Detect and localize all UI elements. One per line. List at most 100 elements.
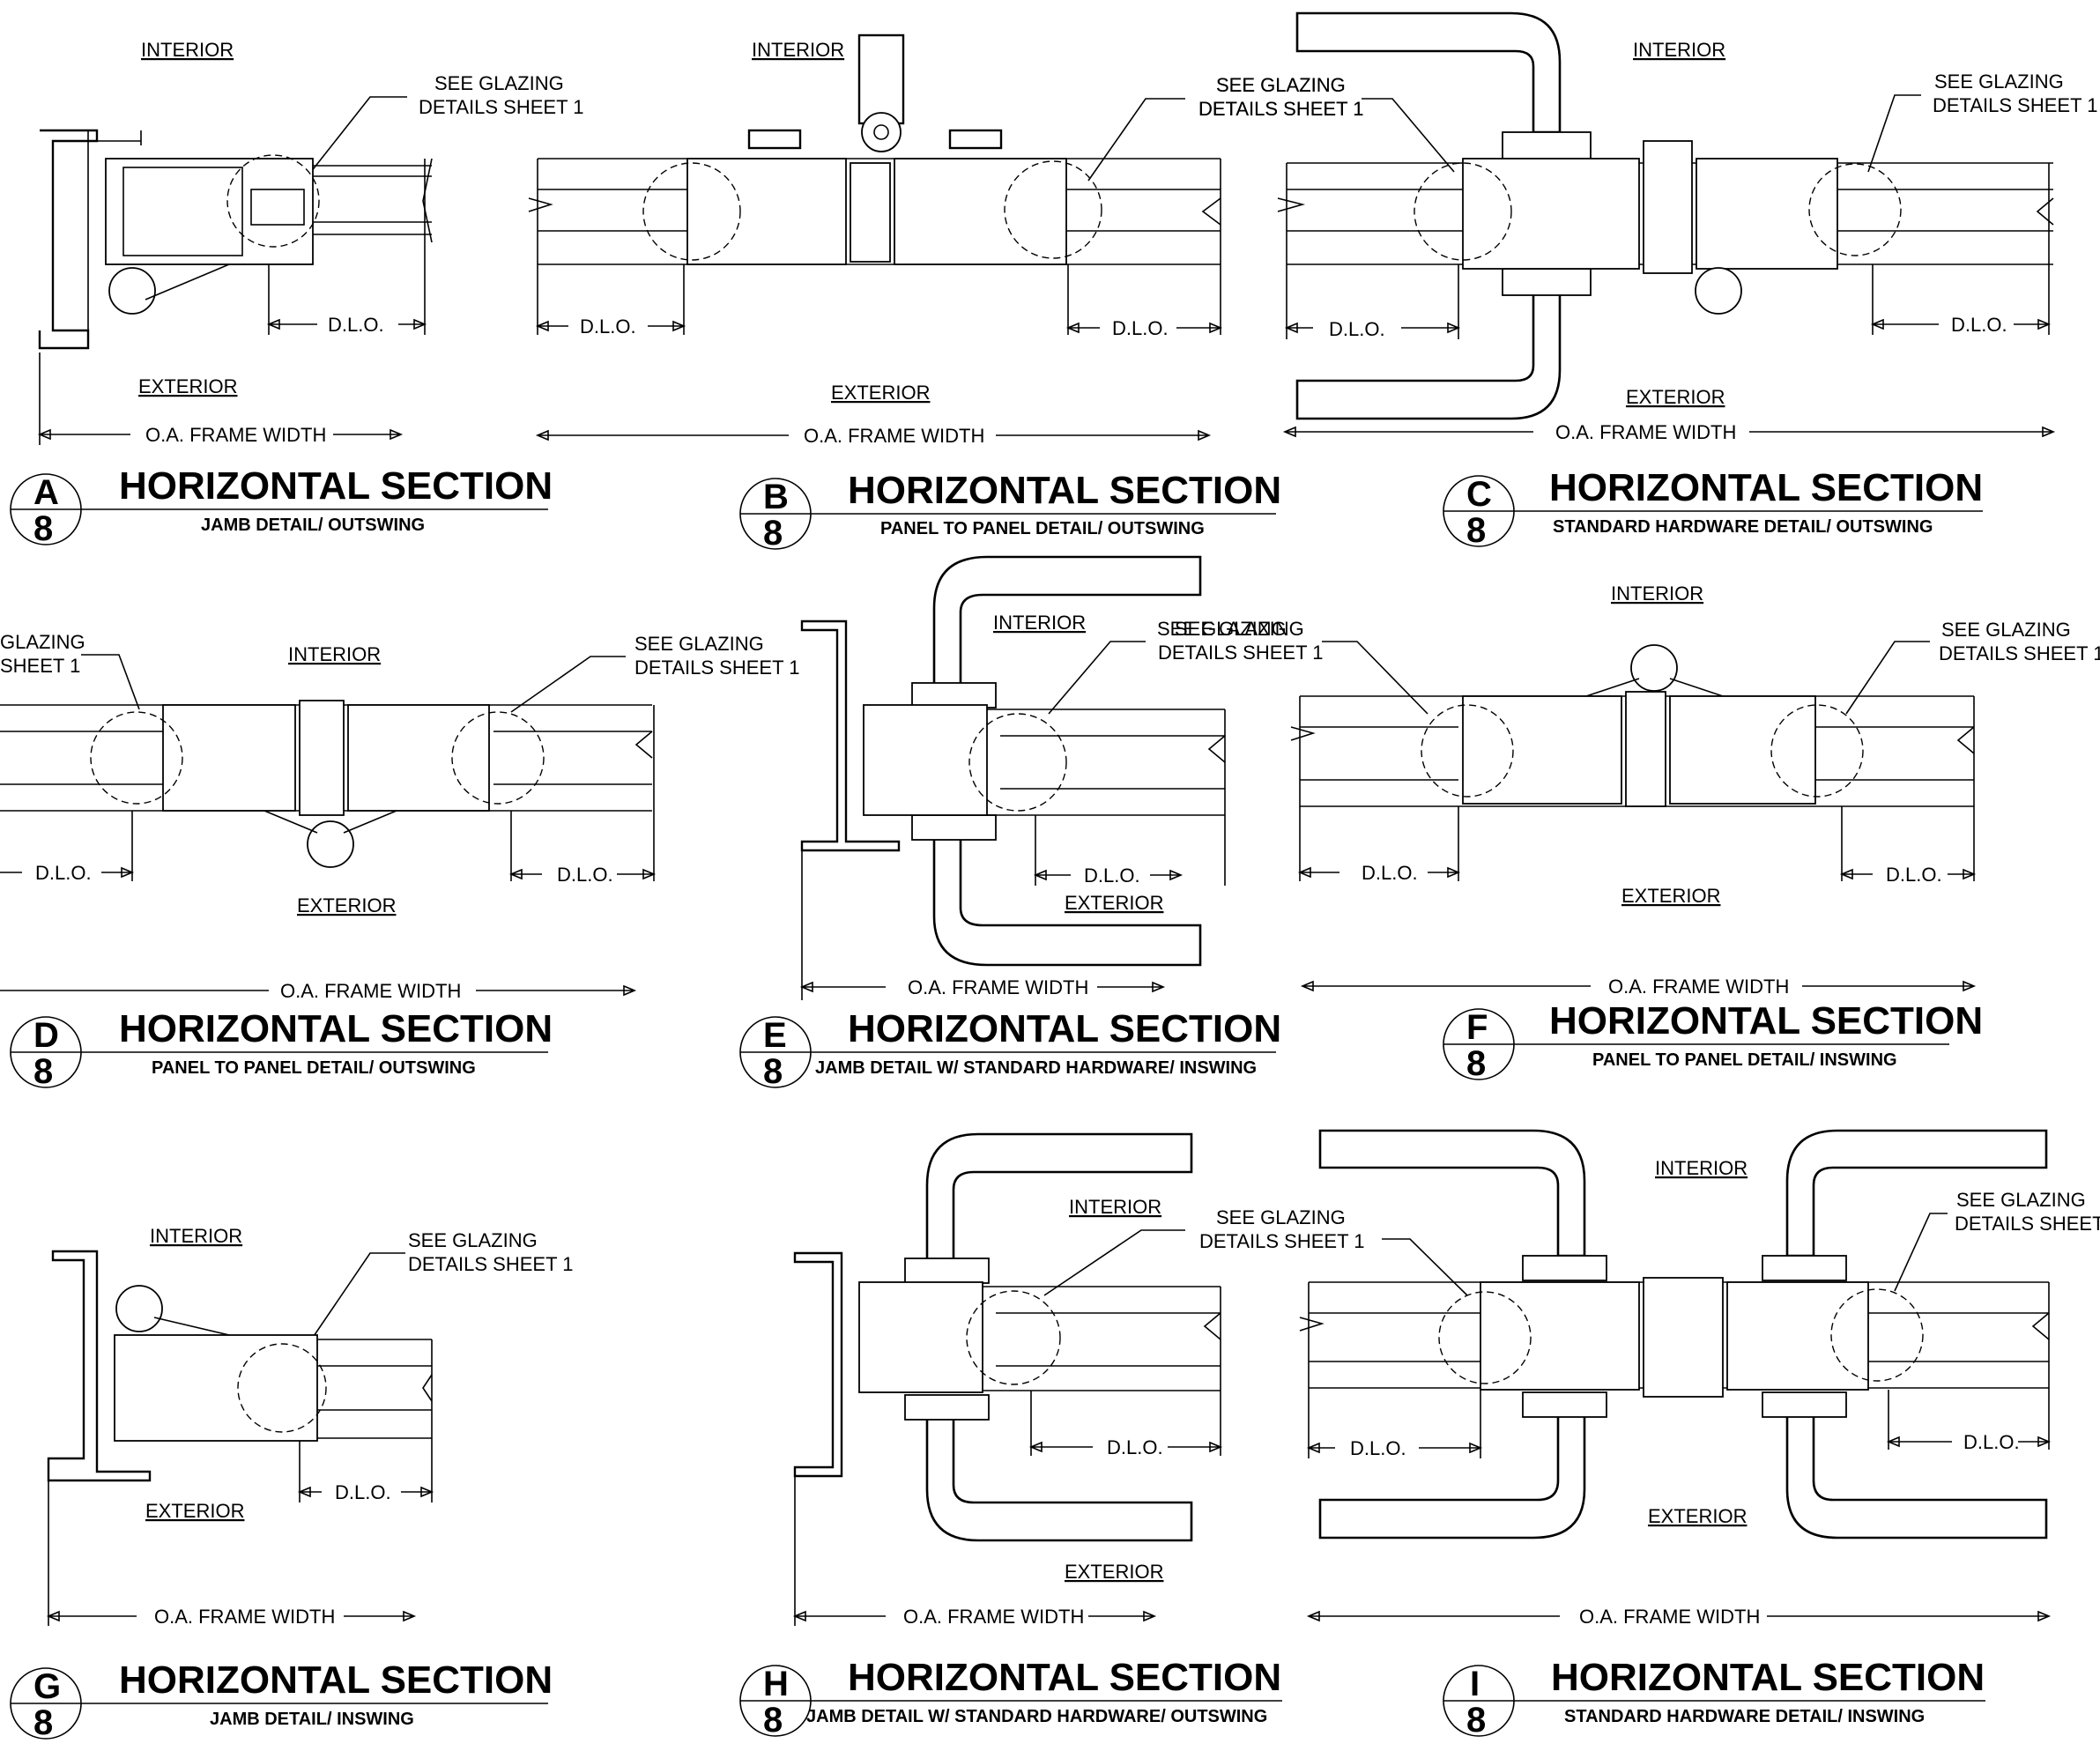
stile-chamber [122,167,243,256]
see-glazing-line2: DETAILS SHEET 1 [1198,98,1363,120]
astragal [1625,691,1666,807]
pull-handle-exterior [1295,289,1562,420]
section-subtitle: STANDARD HARDWARE DETAIL/ INSWING [1564,1707,1925,1726]
glazing-detail-callout [1808,163,1902,256]
section-subtitle: JAMB DETAIL/ INSWING [210,1710,414,1729]
section-title: HORIZONTAL SECTION [1551,1656,1985,1699]
right-stile [347,704,490,812]
leader-line [1043,1229,1185,1296]
handle-rose-exterior [911,814,997,841]
section-subtitle: STANDARD HARDWARE DETAIL/ OUTSWING [1553,517,1933,537]
pull-handle-exterior-left [1318,1408,1586,1540]
section-subtitle: JAMB DETAIL W/ STANDARD HARDWARE/ OUTSWI… [806,1707,1267,1726]
handle-rose-exterior [1502,268,1592,296]
section-letter: C [1466,475,1492,514]
dlo-dimension [1297,866,1461,879]
exterior-label: EXTERIOR [145,1500,244,1522]
see-glazing-line2: DETAILS SHEET 1 [1933,94,2097,116]
flush-bolt-left [747,129,802,150]
sheet-number: 8 [763,1052,783,1091]
detail-f: INTERIOR SEE GLAZING SEE GLAZING DETAILS… [1157,582,2100,1083]
jamb-frame [793,1251,843,1478]
section-title: HORIZONTAL SECTION [119,464,553,508]
leader-line [308,1252,405,1345]
left-stile [686,158,847,265]
pull-handle-interior-left [1318,1129,1586,1258]
section-subtitle: JAMB DETAIL W/ STANDARD HARDWARE/ INSWIN… [815,1058,1257,1078]
see-glazing-line1: SEE GLAZING [1216,74,1346,96]
handle-rose [1762,1255,1847,1281]
detail-i: INTERIOR SEE GLAZING DETAILS SHEET 1 D.L… [1299,1129,2100,1740]
section-letter: H [763,1665,789,1703]
pull-handle-exterior [925,1408,1193,1542]
exterior-label: EXTERIOR [1065,892,1163,914]
see-glazing-line1: SEE GLAZING [1956,1189,2086,1211]
exterior-label: EXTERIOR [1648,1505,1747,1527]
section-title: HORIZONTAL SECTION [119,1658,553,1702]
oa-dimension [799,981,1166,993]
section-title: HORIZONTAL SECTION [848,1007,1281,1050]
section-subtitle: PANEL TO PANEL DETAIL/ INSWING [1592,1050,1897,1070]
lock-stile [863,704,988,816]
exterior-label: EXTERIOR [1626,386,1725,408]
hinge-knuckle [307,820,354,868]
interior-label: INTERIOR [1611,582,1703,605]
left-stile [1462,695,1622,805]
dlo-dimension [508,868,657,880]
interior-label: INTERIOR [141,39,234,61]
dlo-label: D.L.O. [1362,862,1418,884]
handle-rose [1762,1391,1847,1418]
hinge-knuckle [861,112,902,152]
section-title: HORIZONTAL SECTION [848,1656,1281,1699]
glazing-detail-callout [90,711,183,805]
see-glazing-line2: DETAILS SHEET 1 [1158,642,1323,664]
glazing-detail-callout [966,1290,1061,1385]
oa-label: O.A. FRAME WIDTH [804,425,984,447]
interior-label: INTERIOR [752,39,844,61]
detail-b: INTERIOR SEE GLAZING DETAILS SHEET 1 D.L… [528,33,1363,553]
stile-profile [1696,158,1838,270]
exterior-label: EXTERIOR [1621,885,1720,907]
section-letter: I [1470,1665,1480,1703]
section-letter: D [33,1016,59,1055]
dlo-label: D.L.O. [1084,864,1140,887]
see-glazing-line2: DETAILS SHEET 1 [1199,1230,1364,1252]
leader-line [81,654,140,710]
glazing-detail-callout [1438,1291,1532,1384]
handle-rose-interior [904,1258,990,1284]
sheet-number: 8 [33,1703,53,1742]
see-glazing-line1: SEE GLAZING [434,72,564,94]
glazing-detail-callout [237,1343,327,1433]
leader-line [1322,641,1428,715]
leader-line [1087,98,1185,182]
section-subtitle: JAMB DETAIL/ OUTSWING [201,516,425,535]
stile-profile [114,1334,318,1442]
glass-and-rails [987,709,1226,816]
dlo-dimension [1028,1441,1223,1453]
astragal [1643,140,1693,274]
see-glazing-line2: DETAILS SHEET 1 [1955,1213,2100,1235]
glass-unit [313,158,433,243]
dlo-label: D.L.O. [328,314,384,336]
section-letter: F [1466,1008,1488,1047]
glazing-detail-callout [1770,704,1864,798]
glass-unit [317,1339,433,1439]
exterior-label: EXTERIOR [1065,1561,1163,1583]
flush-bolt-right [948,129,1003,150]
dlo-dimension [297,1486,434,1498]
see-glazing-line2: DETAILS SHEET 1 [1939,642,2100,664]
see-glazing-line2: DETAILS SHEET 1 [408,1253,573,1275]
exterior-label: EXTERIOR [138,375,237,397]
hinge-knuckle [1695,267,1742,315]
hinge-knuckle [108,267,156,315]
sheet-number: 8 [33,1052,53,1091]
dlo-label: D.L.O. [335,1481,391,1503]
glazing-bead [250,189,305,226]
dlo-dimension [266,318,427,330]
astragal [850,162,891,263]
handle-rose-interior [1502,131,1592,160]
leader-line [1845,641,1930,715]
hinge-knuckle [115,1285,163,1332]
glass-and-rails [528,158,1221,265]
interior-label: INTERIOR [993,612,1086,634]
